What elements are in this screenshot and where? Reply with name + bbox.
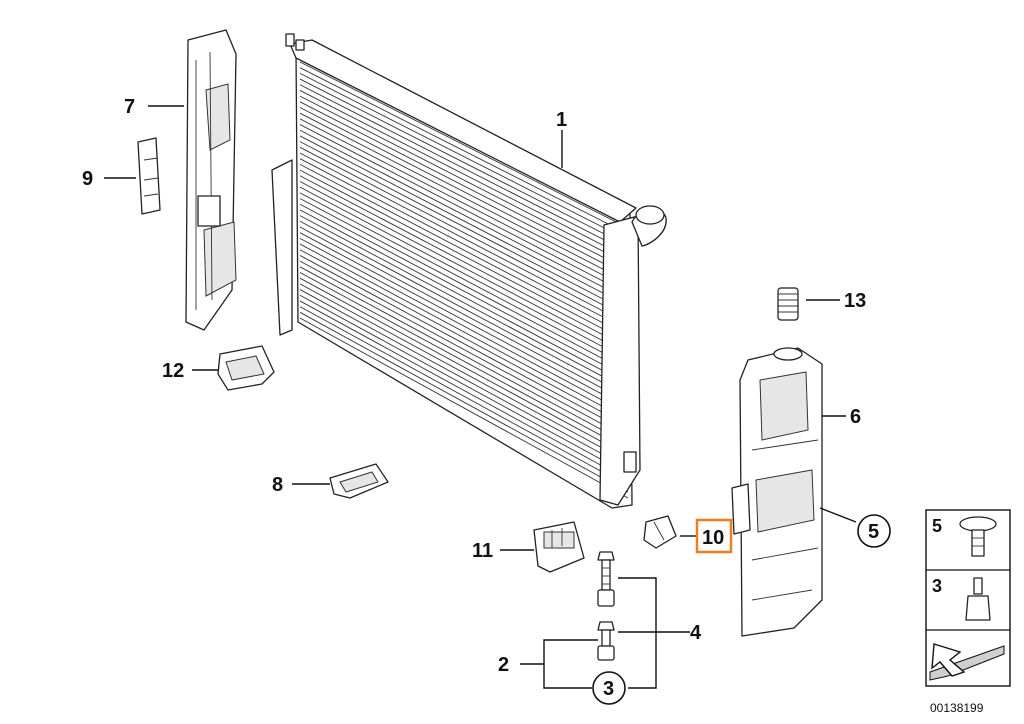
radiator-fin bbox=[299, 61, 629, 229]
radiator-fin bbox=[299, 226, 629, 403]
radiator-fin bbox=[299, 260, 629, 439]
direction-arrow-icon bbox=[929, 643, 1005, 681]
radiator-fin bbox=[299, 237, 629, 415]
radiator-fin bbox=[299, 203, 629, 379]
radiator-fin bbox=[299, 186, 629, 361]
side-panel-left-part-7[interactable] bbox=[185, 29, 237, 331]
rubber-mount-part-10[interactable] bbox=[643, 515, 677, 549]
bolt-part-2[interactable] bbox=[597, 621, 615, 661]
radiator-fin bbox=[299, 158, 629, 331]
radiator-fin bbox=[299, 289, 629, 469]
leader-lines bbox=[104, 105, 857, 689]
screw-icon bbox=[959, 516, 997, 557]
callout-10: 10 bbox=[702, 527, 724, 549]
callout-11: 11 bbox=[472, 540, 493, 562]
legend-label-5: 5 bbox=[932, 516, 942, 536]
radiator-fin bbox=[299, 198, 629, 373]
callout-3-circle bbox=[592, 671, 626, 705]
radiator-fin bbox=[299, 220, 629, 397]
radiator-fin bbox=[299, 215, 629, 391]
radiator-part-1[interactable] bbox=[271, 33, 667, 509]
radiator-fin bbox=[299, 101, 629, 271]
radiator-fin bbox=[299, 175, 629, 349]
radiator-fin bbox=[299, 266, 629, 445]
radiator-fin bbox=[299, 249, 629, 427]
callout-labels: 1 7 9 12 8 11 13 6 4 2 10 5 3 bbox=[82, 96, 891, 705]
callout-9: 9 bbox=[82, 168, 93, 190]
radiator-fin bbox=[299, 232, 629, 409]
callout-3: 3 bbox=[603, 678, 614, 700]
mount-part-11[interactable] bbox=[533, 521, 585, 573]
bracket-part-12[interactable] bbox=[217, 345, 275, 391]
radiator-fin bbox=[299, 209, 629, 385]
radiator-fin bbox=[299, 78, 629, 247]
callout-8: 8 bbox=[272, 474, 283, 496]
pin-icon bbox=[965, 577, 991, 621]
radiator-fin bbox=[299, 169, 629, 343]
callout-7: 7 bbox=[124, 96, 135, 118]
bracket-part-8[interactable] bbox=[329, 463, 389, 499]
radiator-fin bbox=[299, 107, 629, 277]
radiator-fin bbox=[299, 300, 629, 481]
callout-1: 1 bbox=[556, 109, 567, 131]
radiator-fin bbox=[299, 118, 629, 289]
callout-5: 5 bbox=[868, 521, 879, 543]
radiator-fin bbox=[299, 181, 629, 355]
document-number: 00138199 bbox=[930, 701, 984, 715]
radiator-fin bbox=[299, 294, 629, 475]
radiator-fin bbox=[299, 272, 629, 451]
radiator-fin bbox=[299, 135, 629, 307]
callout-10-highlight-box bbox=[695, 518, 733, 554]
radiator-fin bbox=[299, 129, 629, 301]
callout-5-circle bbox=[857, 514, 891, 548]
radiator-fin bbox=[299, 112, 629, 283]
radiator-fin bbox=[299, 90, 629, 259]
callout-12: 12 bbox=[162, 360, 184, 382]
callout-4: 4 bbox=[690, 622, 702, 644]
spring-part-13[interactable] bbox=[777, 287, 799, 321]
radiator-fin bbox=[299, 146, 629, 319]
radiator-fin bbox=[299, 277, 629, 457]
side-panel-right-part-6[interactable] bbox=[731, 347, 823, 637]
radiator-fin bbox=[299, 141, 629, 313]
radiator-fin bbox=[299, 95, 629, 265]
radiator-fin bbox=[299, 317, 629, 499]
clip-part-9[interactable] bbox=[137, 137, 161, 215]
legend-label-3: 3 bbox=[932, 576, 942, 596]
callout-13: 13 bbox=[844, 290, 866, 312]
bolt-assembly-part-4[interactable] bbox=[597, 551, 615, 607]
radiator-fin bbox=[299, 255, 629, 433]
radiator-fin bbox=[299, 306, 629, 487]
radiator-fin bbox=[299, 311, 629, 493]
radiator-fin bbox=[299, 243, 629, 421]
radiator-fin bbox=[299, 164, 629, 337]
radiator-fin bbox=[299, 152, 629, 325]
callout-2: 2 bbox=[498, 654, 509, 676]
radiator-fin bbox=[299, 192, 629, 367]
radiator-fin bbox=[299, 283, 629, 463]
radiator-fin bbox=[299, 72, 629, 241]
radiator-fin bbox=[299, 67, 629, 235]
legend-panel: 5 3 bbox=[925, 509, 1011, 687]
radiator-fin bbox=[299, 124, 629, 295]
callout-6: 6 bbox=[850, 406, 861, 428]
radiator-fin bbox=[299, 84, 629, 253]
